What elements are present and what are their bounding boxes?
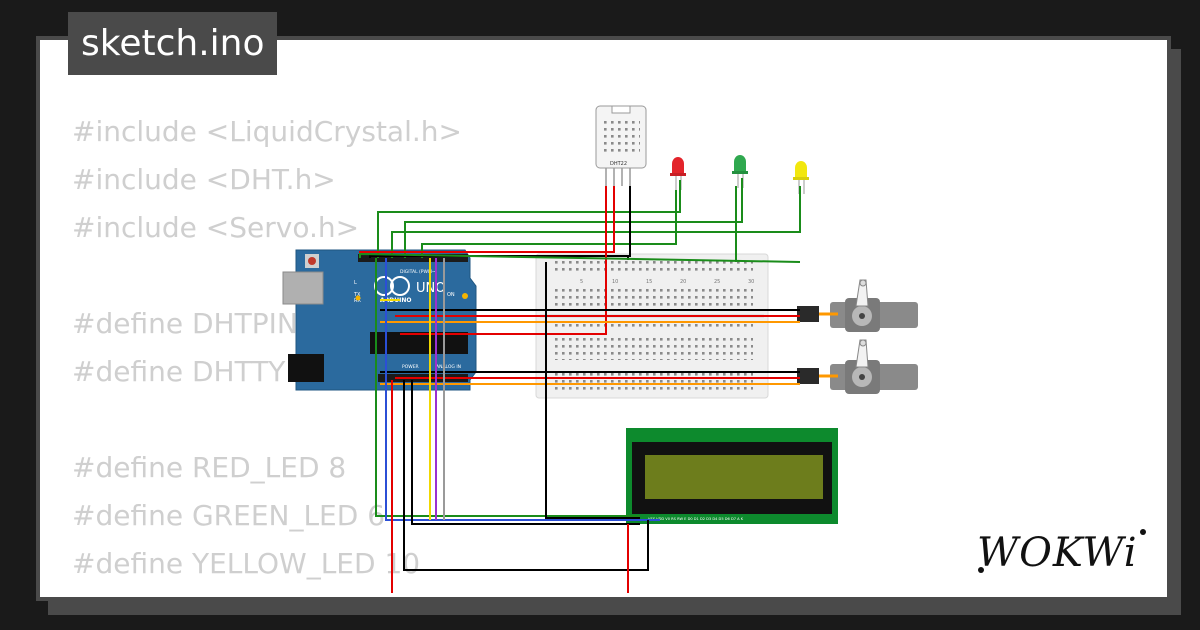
wire-red-led [377, 180, 681, 258]
reset-button-cap [308, 257, 316, 265]
wire-lcd-3 [411, 380, 640, 525]
wire-yellow-led [391, 186, 801, 258]
breadboard-number: 20 [680, 279, 686, 285]
power-jack [288, 354, 324, 382]
wokwi-logo[interactable]: WOKWi [975, 526, 1150, 580]
code-line: #include <LiquidCrystal.h> [72, 115, 462, 148]
servo-motor-bottom[interactable] [797, 339, 918, 394]
code-line: #define GREEN_LED 6 [72, 499, 386, 532]
tx-label: TX [353, 292, 361, 298]
wire-lcd-2 [385, 258, 660, 521]
breadboard[interactable]: 5 10 15 20 25 30 [535, 253, 769, 399]
code-line: #define YELLOW_LED 10 [72, 547, 421, 580]
wire-dht-power [400, 186, 607, 335]
logo-text: WOKWi [977, 530, 1138, 576]
wire-lcd-gnd [403, 380, 649, 571]
status-led [355, 295, 361, 301]
wire-lcd-7 [545, 262, 640, 519]
lcd-display[interactable]: VSS VDD V0 RS RW E D0 D1 D2 D3 D4 D5 D6 … [626, 428, 838, 524]
on-label: ON [447, 292, 455, 298]
code-line: #define RED_LED 8 [72, 451, 347, 484]
dht22-sensor[interactable]: DHT22 [595, 105, 647, 186]
microcontroller-chip [370, 332, 468, 354]
code-line: #include <DHT.h> [72, 163, 336, 196]
digital-label: DIGITAL (PWM~) [400, 269, 438, 275]
digital-header [358, 254, 468, 262]
wokwi-logo-icon: WOKWi [977, 529, 1146, 576]
usb-port [282, 271, 324, 305]
green-led[interactable] [732, 155, 748, 188]
breadboard-number: 25 [714, 279, 720, 285]
sensor-label: DHT22 [610, 161, 627, 167]
file-title: sketch.ino [68, 12, 278, 75]
breadboard-number: 15 [646, 279, 652, 285]
lcd-pin-labels: VSS VDD V0 RS RW E D0 D1 D2 D3 D4 D5 D6 … [648, 517, 744, 521]
analog-label: ANALOG IN [436, 364, 461, 370]
arduino-uno[interactable]: UNO ARDUINO DIGITAL (PWM~) POWER ANALOG … [282, 249, 477, 391]
l-label: L [354, 280, 357, 286]
power-label: POWER [402, 364, 419, 370]
wire-green-led [404, 178, 743, 258]
wire-led-common [421, 190, 677, 258]
breadboard-number: 5 [580, 279, 583, 285]
power-led [462, 293, 468, 299]
breadboard-number: 30 [748, 279, 754, 285]
breadboard-number: 10 [612, 279, 618, 285]
rx-label: RX [354, 298, 361, 304]
arduino-logo-icon [390, 276, 410, 296]
wire-ground-rail [359, 252, 801, 263]
servo-motor-top[interactable] [797, 279, 918, 332]
wire-lcd-1 [375, 258, 640, 517]
red-led[interactable] [670, 157, 686, 190]
code-line: #include <Servo.h> [72, 211, 360, 244]
wires [359, 178, 838, 593]
code-line: #define DHTPIN 7 [72, 307, 325, 340]
